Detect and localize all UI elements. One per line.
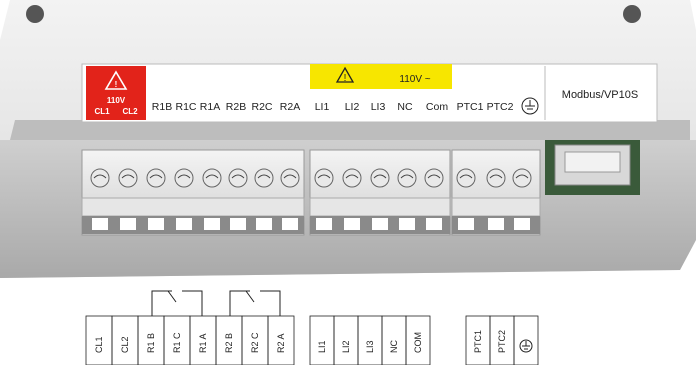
relay-terminal-label: R1 C — [172, 332, 182, 353]
input-terminal-label: LI2 — [341, 340, 351, 353]
terminal-screw — [146, 168, 166, 188]
wire-entry — [426, 218, 442, 230]
ptc-terminal-label: PTC1 — [473, 330, 483, 353]
terminal-screw — [90, 168, 110, 188]
terminal-screw — [280, 168, 300, 188]
relay-terminal-label: CL1 — [94, 336, 104, 353]
relay-contacts — [151, 290, 281, 316]
label-cl1: CL1 — [94, 107, 110, 116]
label-r2c: R2C — [251, 101, 272, 113]
relay-labels: R1B R1C R1A R2B R2C R2A — [152, 101, 300, 113]
label-r1c: R1C — [175, 101, 196, 113]
screw-hole-left — [26, 5, 44, 23]
label-ptc2: PTC2 — [487, 101, 514, 113]
relay-terminal-label: R1 B — [146, 333, 156, 353]
relay-terminal-label: R2 C — [250, 332, 260, 353]
wire-entry — [458, 218, 474, 230]
terminal-screw — [228, 168, 248, 188]
terminal-block-relay — [81, 149, 305, 236]
terminal-screw — [118, 168, 138, 188]
wire-entry — [488, 218, 504, 230]
ptc-labels: PTC1 PTC2 — [457, 101, 514, 113]
wire-entry — [230, 218, 246, 230]
label-nc: NC — [397, 101, 413, 113]
relay-terminal-label: R2 B — [224, 333, 234, 353]
input-terminal-label: NC — [389, 340, 399, 353]
ground-icon — [519, 339, 533, 353]
wire-entry — [204, 218, 220, 230]
label-li2: LI2 — [345, 101, 360, 113]
label-r1a: R1A — [200, 101, 220, 113]
wire-entry — [316, 218, 332, 230]
relay-terminal-label: R1 A — [198, 333, 208, 353]
wire-entry — [256, 218, 272, 230]
input-terminal-label: COM — [413, 332, 423, 353]
terminal-screw — [314, 168, 334, 188]
modbus-connector — [545, 140, 640, 195]
relay-terminal-label: CL2 — [120, 336, 130, 353]
warning-block — [86, 66, 146, 120]
screw-hole-right — [623, 5, 641, 23]
wire-entry — [282, 218, 298, 230]
wire-entry — [148, 218, 164, 230]
terminal-screw — [370, 168, 390, 188]
relay-terminal-label: R2 A — [276, 333, 286, 353]
terminal-screw — [174, 168, 194, 188]
terminal-screw — [342, 168, 362, 188]
modbus-label: Modbus/VP10S — [562, 89, 638, 101]
warning-voltage: 110V — [107, 96, 126, 105]
terminal-screw — [202, 168, 222, 188]
wire-entry — [120, 218, 136, 230]
label-r2a: R2A — [280, 101, 300, 113]
label-com: Com — [426, 101, 448, 113]
label-li1: LI1 — [315, 101, 330, 113]
ptc-terminal-label: PTC2 — [497, 330, 507, 353]
terminal-photo: ! 110V CL1 CL2 R1B R1C R1A R2B R2C R2A !… — [0, 0, 696, 278]
caution-triangle-icon — [335, 66, 355, 83]
label-r1b: R1B — [152, 101, 172, 113]
input-voltage-block — [310, 64, 452, 89]
wire-entry — [92, 218, 108, 230]
wire-entry — [514, 218, 530, 230]
input-terminal-label: LI3 — [365, 340, 375, 353]
wiring-diagram: CL1 CL2 R1 B R1 C R1 A R2 B R2 C R2 A LI1 LI2 LI3… — [0, 280, 696, 366]
wire-entry — [176, 218, 192, 230]
wire-entry — [372, 218, 388, 230]
input-labels: LI1 LI2 LI3 NC Com — [315, 101, 449, 113]
wire-entry — [399, 218, 415, 230]
svg-text:!: ! — [344, 73, 347, 84]
svg-text:!: ! — [115, 80, 118, 89]
terminal-screw — [424, 168, 444, 188]
terminal-screw — [486, 168, 506, 188]
label-li3: LI3 — [371, 101, 386, 113]
terminal-screw — [254, 168, 274, 188]
warning-triangle-icon — [104, 70, 128, 90]
wire-entry — [344, 218, 360, 230]
input-terminal-label: LI1 — [317, 340, 327, 353]
terminal-screw — [456, 168, 476, 188]
label-ptc1: PTC1 — [457, 101, 484, 113]
label-cl2: CL2 — [122, 107, 138, 116]
label-r2b: R2B — [226, 101, 246, 113]
terminal-screw — [397, 168, 417, 188]
terminal-screw — [512, 168, 532, 188]
input-voltage: 110V ~ — [399, 74, 430, 85]
ground-icon — [521, 97, 539, 115]
